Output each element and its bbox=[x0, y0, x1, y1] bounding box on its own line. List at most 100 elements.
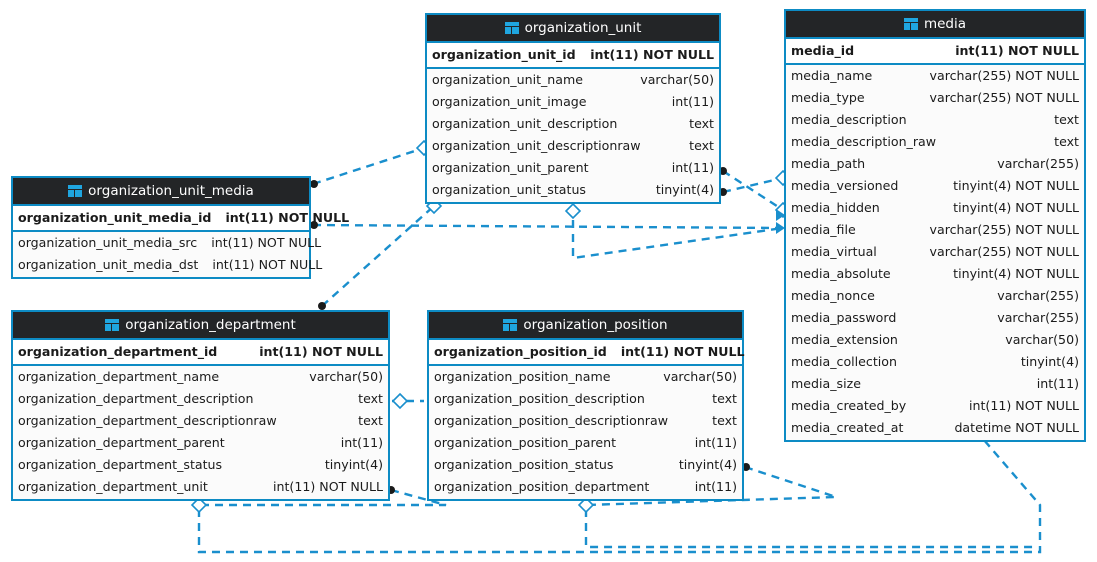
table-title: organization_unit bbox=[524, 20, 642, 36]
column-name: media_name bbox=[791, 68, 873, 83]
column-row[interactable]: media_virtual varchar(255) NOT NULL bbox=[786, 241, 1084, 263]
primary-key-row[interactable]: organization_department_id int(11) NOT NU… bbox=[13, 340, 388, 366]
column-type: varchar(255) NOT NULL bbox=[929, 68, 1079, 83]
column-name: organization_position_name bbox=[434, 369, 611, 384]
table-header-media[interactable]: media bbox=[786, 11, 1084, 39]
column-type: tinyint(4) bbox=[1020, 354, 1079, 369]
column-name: media_virtual bbox=[791, 244, 877, 259]
column-type: int(11) NOT NULL bbox=[259, 344, 383, 359]
column-name: organization_unit_description bbox=[432, 116, 618, 131]
column-row[interactable]: media_name varchar(255) NOT NULL bbox=[786, 65, 1084, 87]
column-type: tinyint(4) bbox=[678, 457, 737, 472]
column-type: text bbox=[689, 116, 714, 131]
column-type: varchar(255) NOT NULL bbox=[929, 244, 1079, 259]
column-name: organization_department_descriptionraw bbox=[18, 413, 277, 428]
column-type: int(11) NOT NULL bbox=[955, 43, 1079, 58]
column-name: media_absolute bbox=[791, 266, 891, 281]
column-name: media_hidden bbox=[791, 200, 880, 215]
column-name: organization_department_status bbox=[18, 457, 223, 472]
table-organization_position[interactable]: organization_position organization_positi… bbox=[427, 310, 745, 501]
table-icon bbox=[903, 18, 918, 30]
table-title: organization_position bbox=[523, 317, 668, 333]
column-row[interactable]: organization_unit_description text bbox=[427, 113, 719, 135]
column-name: organization_unit_parent bbox=[432, 160, 589, 175]
column-type: varchar(255) bbox=[997, 156, 1079, 171]
column-row[interactable]: organization_unit_descriptionraw text bbox=[427, 135, 719, 157]
table-organization_unit_media[interactable]: organization_unit_media organization_unit… bbox=[11, 176, 349, 279]
table-header-organization_department[interactable]: organization_department bbox=[13, 312, 388, 340]
column-type: tinyint(4) bbox=[655, 182, 714, 197]
edge-oum-to-media bbox=[312, 223, 784, 230]
column-name: organization_position_status bbox=[434, 457, 614, 472]
table-columns: organization_unit_media_id int(11) NOT NU… bbox=[13, 206, 349, 277]
column-row[interactable]: media_collection tinyint(4) bbox=[786, 351, 1084, 373]
column-type: varchar(255) bbox=[997, 288, 1079, 303]
table-header-organization_unit_media[interactable]: organization_unit_media bbox=[13, 178, 309, 206]
column-row[interactable]: organization_position_status tinyint(4) bbox=[429, 454, 742, 476]
column-type: int(11) bbox=[694, 479, 737, 494]
column-row[interactable]: media_path varchar(255) bbox=[786, 153, 1084, 175]
column-name: media_path bbox=[791, 156, 866, 171]
column-row[interactable]: media_hidden tinyint(4) NOT NULL bbox=[786, 197, 1084, 219]
column-name: organization_unit_media_id bbox=[18, 210, 212, 225]
edge-oum-to-ou bbox=[312, 146, 425, 186]
column-type: tinyint(4) NOT NULL bbox=[953, 200, 1079, 215]
table-title: media bbox=[923, 16, 967, 32]
column-name: organization_unit_name bbox=[432, 72, 584, 87]
column-type: int(11) NOT NULL bbox=[211, 235, 322, 250]
column-name: media_collection bbox=[791, 354, 897, 369]
column-name: media_versioned bbox=[791, 178, 899, 193]
column-name: organization_unit_id bbox=[432, 47, 576, 62]
column-row[interactable]: organization_unit_name varchar(50) bbox=[427, 69, 719, 91]
column-type: text bbox=[689, 138, 714, 153]
column-name: media_size bbox=[791, 376, 861, 391]
column-name: organization_department_description bbox=[18, 391, 254, 406]
table-header-organization_position[interactable]: organization_position bbox=[429, 312, 742, 340]
column-type: varchar(50) bbox=[640, 72, 714, 87]
column-name: organization_unit_descriptionraw bbox=[432, 138, 641, 153]
table-icon bbox=[503, 319, 518, 331]
column-type: text bbox=[1054, 112, 1079, 127]
table-header-organization_unit[interactable]: organization_unit bbox=[427, 15, 719, 43]
column-name: organization_department_id bbox=[18, 344, 218, 359]
column-type: varchar(255) NOT NULL bbox=[929, 90, 1079, 105]
column-type: int(11) NOT NULL bbox=[969, 398, 1079, 413]
